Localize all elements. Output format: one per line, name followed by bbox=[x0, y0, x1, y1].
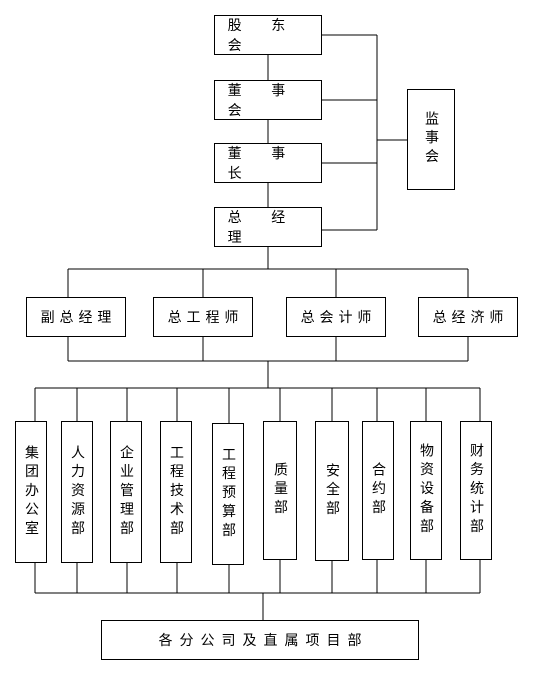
board-box: 董 事 会 bbox=[214, 80, 322, 120]
dept-materials-equipment: 物资设备部 bbox=[410, 421, 442, 560]
dept-group-office: 集团办公室 bbox=[15, 421, 47, 563]
dept-safety: 安全部 bbox=[315, 421, 349, 561]
dept-engineering-budget: 工程预算部 bbox=[212, 423, 244, 565]
dept-quality: 质量部 bbox=[263, 421, 297, 560]
dept-engineering-technology: 工程技术部 bbox=[160, 421, 192, 563]
supervisors-box: 监事会 bbox=[407, 89, 455, 190]
dept-finance-statistics: 财务统计部 bbox=[460, 421, 492, 560]
chairman-box: 董 事 长 bbox=[214, 143, 322, 183]
dept-human-resources: 人力资源部 bbox=[61, 421, 93, 563]
shareholders-box: 股 东 会 bbox=[214, 15, 322, 55]
dept-contracts: 合约部 bbox=[362, 421, 394, 560]
deputy-general-manager-box: 副总经理 bbox=[26, 297, 126, 337]
chief-accountant-box: 总会计师 bbox=[286, 297, 386, 337]
general-manager-box: 总 经 理 bbox=[214, 207, 322, 247]
chief-economist-box: 总经济师 bbox=[418, 297, 518, 337]
dept-enterprise-management: 企业管理部 bbox=[110, 421, 142, 563]
branches-box: 各分公司及直属项目部 bbox=[101, 620, 419, 660]
chief-engineer-box: 总工程师 bbox=[153, 297, 253, 337]
